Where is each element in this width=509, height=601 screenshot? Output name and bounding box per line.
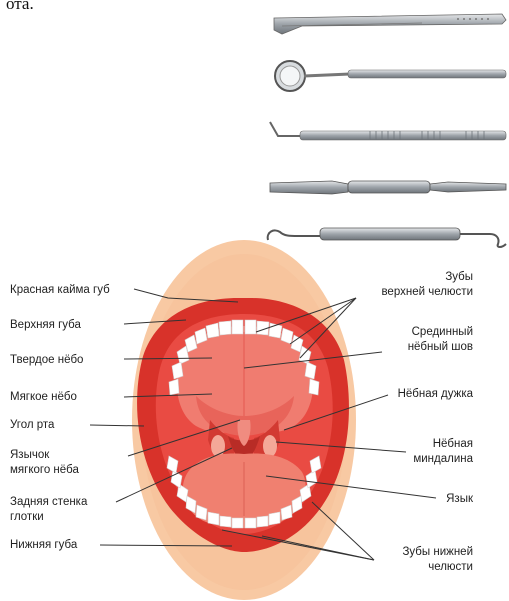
tonsil-left <box>211 435 225 457</box>
dental-mirror-icon <box>275 61 506 91</box>
dental-instruments-illustration <box>262 0 509 258</box>
label-lower-lip: Нижняя губа <box>10 538 77 553</box>
label-upper-lip: Верхняя губа <box>10 318 81 333</box>
tweezers-icon <box>274 14 506 34</box>
tonsil-right <box>263 435 277 457</box>
label-palatine-arch: Нёбная дужка <box>398 387 473 402</box>
label-soft-palate: Мягкое нёбо <box>10 390 77 405</box>
label-hard-palate: Твердое нёбо <box>10 353 83 368</box>
label-mouth-corner: Угол рта <box>10 418 54 433</box>
dental-probe-icon <box>270 122 506 140</box>
dental-spatula-icon <box>270 181 506 194</box>
label-red-lip-border: Красная кайма губ <box>10 283 110 298</box>
page-text-fragment: ота. <box>6 0 34 14</box>
label-tongue: Язык <box>446 492 473 507</box>
